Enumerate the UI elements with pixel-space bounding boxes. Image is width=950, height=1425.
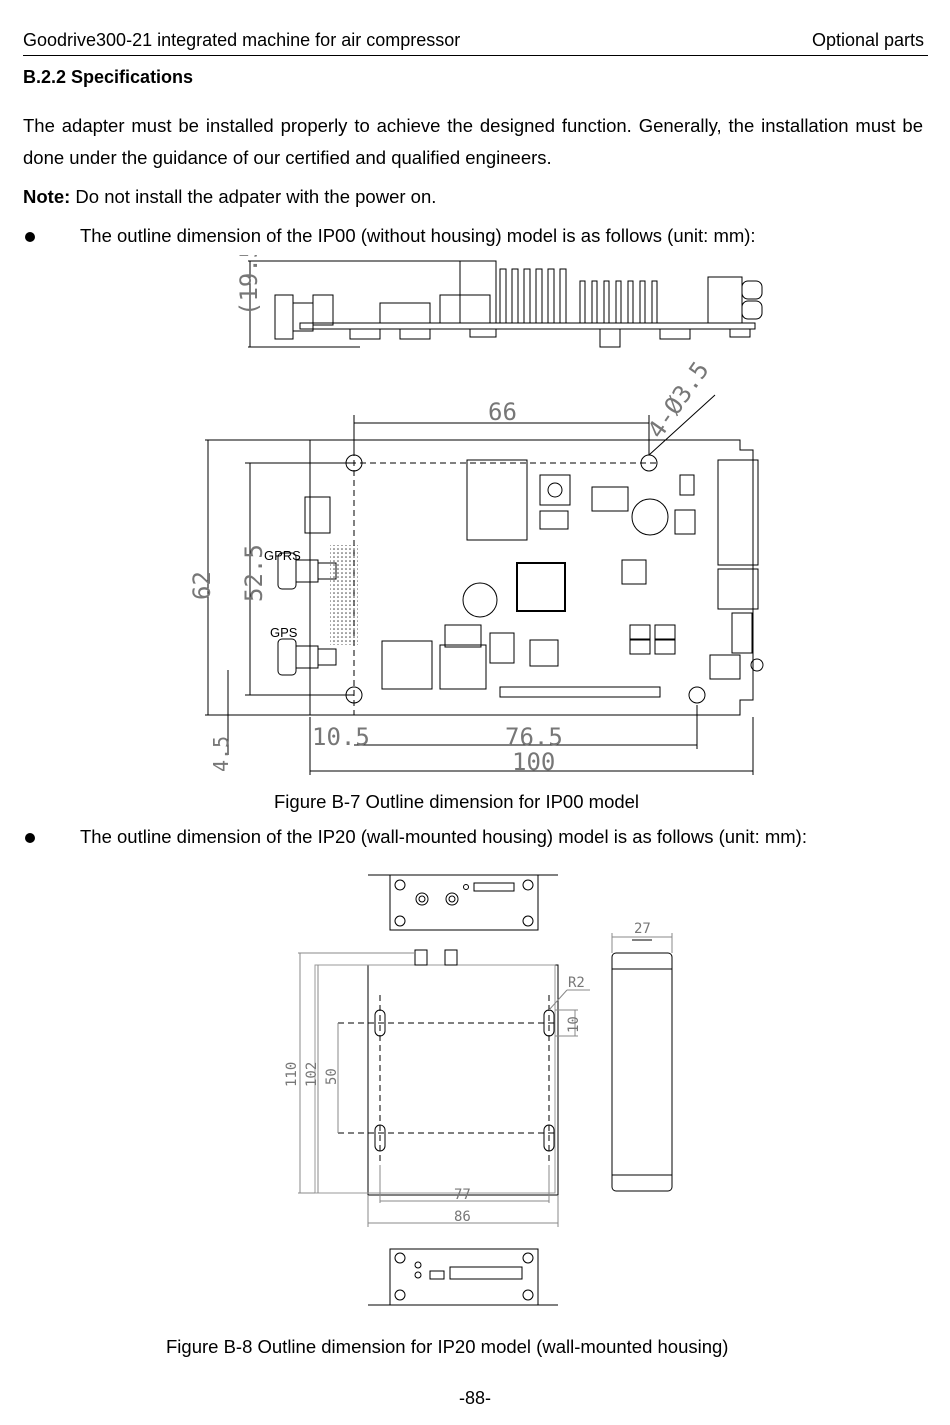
dim-width: 86	[454, 1209, 471, 1225]
dim-offset-left: 10.5	[312, 723, 370, 751]
note: Note: Do not install the adpater with th…	[23, 186, 436, 208]
running-header-title: Goodrive300-21 integrated machine for ai…	[23, 30, 461, 50]
intro-paragraph: The adapter must be installed properly t…	[23, 115, 923, 168]
label-gprs: GPRS	[264, 548, 301, 563]
dim-hole-span-y: 50	[324, 1068, 340, 1085]
dim-height-inner: 102	[304, 1062, 320, 1087]
dim-hole-span-x: 77	[454, 1187, 471, 1203]
bullet-dot	[25, 232, 35, 242]
bullet-dot	[25, 833, 35, 843]
bullet-text: The outline dimension of the IP00 (witho…	[80, 225, 756, 246]
bullet-text: The outline dimension of the IP20 (wall-…	[80, 826, 807, 847]
note-text: Do not install the adpater with the powe…	[70, 186, 437, 207]
dim-hole-spec: 4-Ø3.5	[642, 356, 715, 443]
dim-height-total: 110	[284, 1062, 300, 1087]
header-rule	[23, 55, 928, 56]
dim-hole-span-y: 52.5	[240, 544, 268, 602]
figure-b8-caption: Figure B-8 Outline dimension for IP20 mo…	[166, 1336, 729, 1357]
figure-b7-caption: Figure B-7 Outline dimension for IP00 mo…	[274, 791, 640, 812]
label-gps: GPS	[270, 625, 298, 640]
figure-ip20-drawing: 27 R2 10 110 102 50 77 86	[284, 874, 673, 1306]
dim-depth: 27	[634, 921, 651, 937]
dim-total-height: 62	[188, 571, 216, 600]
dim-radius: R2	[568, 975, 585, 991]
dim-total-width: 100	[512, 748, 555, 776]
section-title: B.2.2 Specifications	[23, 67, 194, 87]
running-header-section: Optional parts	[811, 30, 924, 50]
note-label: Note:	[23, 186, 71, 207]
figure-ip00-drawing: (19.5) 66 4-Ø3.5 62 52.5 4.5 10.5 76.5 1…	[188, 255, 764, 776]
dim-slot: 10	[566, 1016, 582, 1033]
dim-hole-span-bottom: 76.5	[505, 723, 563, 751]
dim-hole-span-x: 66	[488, 398, 517, 426]
dim-offset-bottom: 4.5	[209, 736, 233, 772]
dim-side-height: (19.5)	[235, 255, 263, 316]
page-number: -88-	[458, 1388, 491, 1408]
